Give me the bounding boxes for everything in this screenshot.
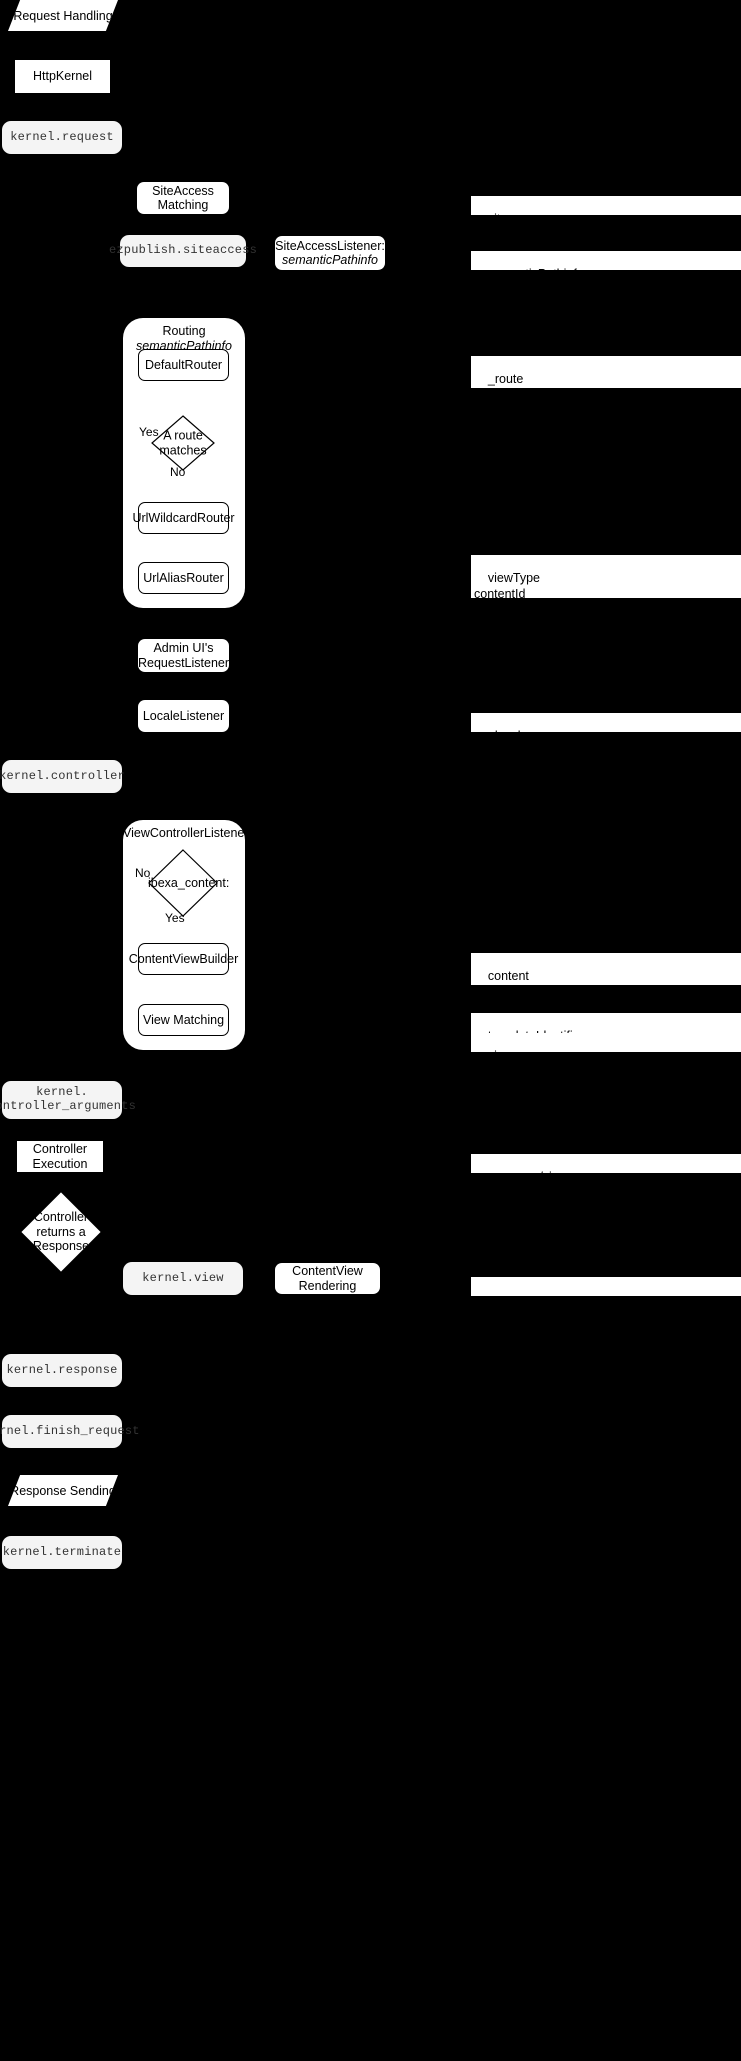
decision-controller-returns-response-line2: returns a xyxy=(36,1224,86,1239)
node-admin-ui-line1: Admin UI's xyxy=(153,641,214,656)
attr-response-view: response/view xyxy=(471,1154,741,1184)
group-routing-title-prefix: Routing xyxy=(162,324,206,338)
event-kernel-view: kernel.view xyxy=(123,1262,243,1295)
node-content-view-builder-label: ContentViewBuilder xyxy=(128,951,239,966)
node-siteaccess-matching-label: SiteAccess Matching xyxy=(152,183,214,212)
event-kernel-terminate: kernel.terminate xyxy=(2,1536,122,1569)
edge-label-ibexa-no-text: No xyxy=(135,866,151,880)
edge-label-route-no-text: No xyxy=(170,465,186,479)
attr-content-location: content location xyxy=(471,953,741,999)
attr-siteaccess: siteaccess xyxy=(471,196,741,226)
phase-response-sending: Response Sending xyxy=(8,1475,118,1506)
attr-viewtype: viewType contentId locationId xyxy=(471,555,741,616)
attr-view-text: view xyxy=(487,1049,513,1064)
group-view-controller-listener-title: ViewControllerListener xyxy=(123,826,249,841)
attr-content-location-text: content location xyxy=(474,969,529,999)
node-view-matching: View Matching xyxy=(138,1004,229,1036)
node-siteaccess-listener-line1: SiteAccessListener: xyxy=(275,238,385,253)
attr-response-view-text: response/view xyxy=(487,1170,568,1185)
decision-controller-returns-response-line3: Response xyxy=(32,1239,90,1254)
phase-request-handling-label: Request Handling xyxy=(13,8,113,23)
node-url-wildcard-router-label: UrlWildcardRouter xyxy=(132,510,235,525)
node-admin-ui-line2: RequestListener xyxy=(137,655,230,670)
event-kernel-response: kernel.response xyxy=(2,1354,122,1387)
phase-response-sending-label: Response Sending xyxy=(10,1483,116,1498)
node-url-wildcard-router: UrlWildcardRouter xyxy=(132,502,235,534)
event-kernel-controller: kernel.controller xyxy=(0,760,125,793)
event-kernel-request: kernel.request xyxy=(2,121,122,154)
edge-label-ibexa-yes-text: Yes xyxy=(165,911,185,925)
attr-route-controller-text: _route _controller xyxy=(474,372,533,402)
event-kernel-finish-request-label: kernel.finish_request xyxy=(0,1423,140,1438)
node-content-view-rendering-label: ContentView Rendering xyxy=(292,1264,363,1293)
edge-label-route-yes-text: Yes xyxy=(139,425,159,439)
group-vcl-title-text: ViewControllerListener xyxy=(123,826,249,840)
event-kernel-request-label: kernel.request xyxy=(10,129,114,144)
event-ezpublish-siteaccess-label: ezpublish.siteaccess xyxy=(108,243,258,258)
event-ezpublish-siteaccess: ezpublish.siteaccess xyxy=(109,235,257,267)
attr-route-controller: _route _controller xyxy=(471,356,741,402)
node-siteaccess-listener: SiteAccessListener: semanticPathinfo xyxy=(275,236,385,270)
attr-siteaccess-text: siteaccess xyxy=(487,212,547,227)
attr-locale-text: _locale xyxy=(487,729,528,744)
edge-label-ibexa-no: No xyxy=(135,866,150,880)
node-default-router: DefaultRouter xyxy=(138,349,229,381)
node-url-alias-router-label: UrlAliasRouter xyxy=(143,570,224,585)
event-kernel-controller-arguments-line1: kernel. xyxy=(36,1085,88,1100)
node-controller-execution-label: Controller Execution xyxy=(32,1142,88,1171)
node-locale-listener-label: LocaleListener xyxy=(142,708,225,723)
event-kernel-finish-request: kernel.finish_request xyxy=(0,1415,140,1448)
attr-viewtype-text: viewType contentId locationId xyxy=(474,571,541,616)
phase-request-handling: Request Handling xyxy=(8,0,118,31)
attr-locale: _locale xyxy=(471,713,741,743)
event-kernel-view-label: kernel.view xyxy=(142,1270,224,1285)
node-content-view-builder: ContentViewBuilder xyxy=(129,943,238,975)
node-controller-execution: Controller Execution xyxy=(17,1141,103,1172)
decision-route-matches: A route matches xyxy=(151,415,215,471)
node-locale-listener: LocaleListener xyxy=(138,700,229,732)
attr-view: view xyxy=(471,1033,741,1063)
event-kernel-terminate-label: kernel.terminate xyxy=(2,1544,122,1559)
node-http-kernel: HttpKernel xyxy=(15,60,110,93)
edge-label-route-yes: Yes xyxy=(139,425,159,439)
attr-response-text: response xyxy=(487,1293,540,1308)
edge-label-ibexa-yes: Yes xyxy=(165,911,185,925)
node-admin-ui-request-listener: Admin UI's RequestListener xyxy=(138,639,229,672)
event-kernel-controller-label: kernel.controller xyxy=(0,768,125,783)
event-kernel-controller-arguments-line2: controller_arguments xyxy=(0,1099,137,1113)
node-url-alias-router: UrlAliasRouter xyxy=(138,562,229,594)
attr-semanticpathinfo-text: semanticPathinfo xyxy=(487,267,584,282)
node-siteaccess-listener-line2: semanticPathinfo xyxy=(282,253,378,267)
decision-ibexa-content: ibexa_content: xyxy=(148,849,229,917)
event-kernel-controller-arguments: kernel. controller_arguments xyxy=(0,1081,136,1119)
node-content-view-rendering: ContentView Rendering xyxy=(275,1263,380,1294)
edge-label-route-no: No xyxy=(170,465,185,479)
decision-controller-returns-response: Controller returns a Response xyxy=(21,1206,101,1258)
decision-controller-returns-response-line1: Controller xyxy=(33,1209,89,1224)
node-view-matching-label: View Matching xyxy=(142,1012,225,1027)
attr-semanticpathinfo: semanticPathinfo xyxy=(471,251,741,281)
node-siteaccess-matching: SiteAccess Matching xyxy=(137,182,229,214)
attr-response: response xyxy=(471,1277,741,1307)
event-kernel-response-label: kernel.response xyxy=(6,1362,118,1377)
node-http-kernel-label: HttpKernel xyxy=(32,69,93,84)
node-default-router-label: DefaultRouter xyxy=(144,357,223,372)
